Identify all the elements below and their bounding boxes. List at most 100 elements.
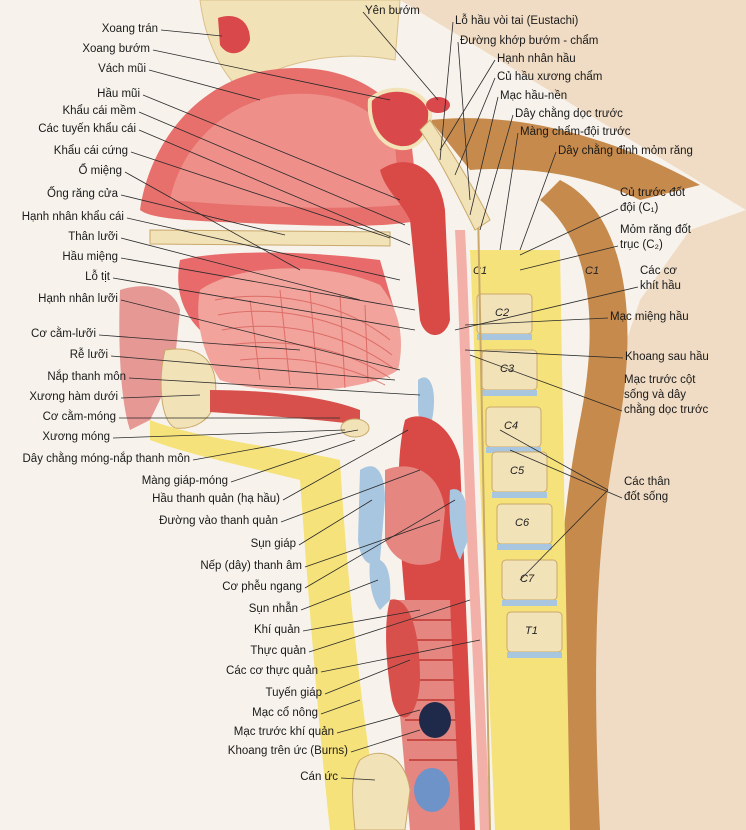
label-right-1-leader	[519, 208, 619, 256]
label-right-5-leader	[454, 286, 639, 331]
label-bottom-2: Đường vào thanh quản	[159, 515, 278, 527]
label-bottom-14-leader	[340, 777, 376, 781]
label-bottom-9: Các cơ thực quản	[226, 665, 318, 677]
label-top-3: Hạnh nhân hầu	[497, 53, 576, 65]
label-left-7: Ổ miệng	[78, 165, 122, 177]
vertebra-label: C1	[585, 265, 599, 277]
vertebra-label: C5	[510, 465, 525, 477]
label-left-14: Cơ cằm-lưỡi	[31, 328, 96, 340]
label-right-1: đội (C₁)	[620, 202, 659, 214]
label-top-8: Dây chằng đỉnh mỏm răng	[558, 145, 693, 157]
label-left-8: Ống răng cửa	[47, 188, 118, 200]
intervertebral-disc	[482, 390, 537, 396]
intervertebral-disc	[492, 492, 547, 498]
label-top-0: Yên bướm	[365, 5, 420, 17]
label-left-3: Hầu mũi	[97, 88, 140, 100]
label-left-17-leader	[120, 394, 201, 399]
label-left-12: Lỗ tịt	[85, 271, 110, 283]
label-right-3: trục (C₂)	[620, 239, 663, 251]
label-left-15: Rễ lưỡi	[69, 349, 108, 361]
label-left-17: Xương hàm dưới	[29, 391, 118, 403]
mandible	[160, 348, 217, 429]
label-bottom-13-leader	[350, 729, 421, 753]
label-left-16: Nắp thanh môn	[47, 371, 126, 383]
occipital-bone	[430, 118, 700, 200]
label-bottom-11: Mạc cổ nông	[252, 707, 318, 719]
suprasternal-space	[419, 702, 451, 738]
label-left-10-leader	[120, 237, 361, 301]
label-top-5-leader	[469, 96, 499, 216]
label-right-9: sống và dây	[624, 389, 687, 401]
manubrium-sternum	[352, 752, 411, 830]
label-bottom-13: Khoang trên ức (Burns)	[227, 745, 348, 757]
label-bottom-6: Sụn nhẫn	[248, 603, 298, 615]
label-top-3-leader	[439, 59, 496, 151]
label-left-1-leader	[152, 49, 391, 101]
hard-palate	[149, 229, 391, 247]
label-left-2-leader	[148, 69, 261, 101]
floor-muscles	[210, 390, 360, 425]
label-left-19: Xương móng	[42, 431, 110, 443]
label-left-15-leader	[110, 355, 396, 381]
nasopharynx	[380, 162, 450, 335]
label-bottom-7-leader	[302, 609, 421, 632]
label-bottom-5-leader	[304, 499, 456, 589]
label-right-11: Các thân	[624, 476, 671, 488]
label-bottom-7: Khí quản	[253, 624, 300, 636]
label-right-0: Củ trước đốt	[620, 187, 686, 199]
label-bottom-4: Nếp (dây) thanh âm	[200, 560, 302, 572]
label-left-11: Hầu miệng	[62, 251, 118, 263]
label-left-5-leader	[138, 129, 411, 246]
label-bottom-12-leader	[336, 709, 421, 734]
larynx-lumen	[385, 466, 445, 565]
blue-vessel	[414, 768, 450, 812]
label-bottom-0: Màng giáp-móng	[141, 475, 228, 487]
label-left-10: Thân lưỡi	[68, 231, 118, 243]
label-top-5: Mạc hầu-nền	[500, 90, 568, 102]
thyroid-gland	[386, 599, 420, 718]
tongue-fibers	[214, 289, 394, 389]
label-left-9: Hạnh nhân khẩu cái	[21, 211, 124, 223]
label-left-18: Cơ cằm-móng	[42, 411, 116, 423]
label-left-20: Dây chằng móng-nắp thanh môn	[22, 453, 191, 465]
intervertebral-disc	[502, 600, 557, 606]
label-bottom-8-leader	[308, 599, 471, 653]
label-top-2-leader	[457, 41, 471, 201]
label-right-12: đốt sống	[624, 491, 669, 503]
label-left-9-leader	[126, 217, 401, 281]
label-left-20-leader	[192, 429, 359, 461]
intervertebral-disc	[486, 447, 541, 453]
lips-chin	[119, 286, 180, 430]
label-right-10-leader	[469, 354, 623, 412]
label-bottom-2-leader	[280, 469, 421, 523]
label-right-8: Mạc trước cột	[624, 374, 696, 386]
nasal-cavity-inner	[170, 93, 400, 208]
label-bottom-1-leader	[282, 429, 409, 501]
label-left-8-leader	[120, 194, 286, 236]
label-left-11-leader	[120, 257, 416, 311]
intervertebral-disc	[497, 544, 552, 550]
label-left-5: Các tuyến khẩu cái	[38, 123, 136, 135]
cricoid-front	[369, 559, 391, 610]
label-top-8-leader	[519, 151, 557, 251]
label-bottom-4-leader	[304, 519, 441, 568]
label-top-6-leader	[479, 114, 514, 231]
cricoid-cartilage	[449, 489, 469, 560]
label-right-4: Các cơ	[640, 265, 677, 277]
label-bottom-3: Sụn giáp	[250, 538, 296, 550]
label-bottom-12: Mạc trước khí quản	[233, 726, 334, 738]
label-right-extra-leader	[519, 489, 609, 581]
label-left-12-leader	[112, 277, 416, 331]
label-right-6: Mạc miệng hầu	[610, 311, 689, 323]
label-left-6: Khẩu cái cứng	[53, 145, 128, 157]
label-top-1-leader	[439, 21, 454, 161]
label-right-10: chằng dọc trước	[624, 404, 709, 416]
label-bottom-14: Cán ức	[300, 771, 338, 783]
label-left-13-leader	[120, 299, 401, 371]
anterior-neck-fat	[150, 420, 370, 830]
label-top-2: Đường khớp bướm - chẩm	[460, 35, 599, 47]
label-top-0-leader	[362, 11, 439, 101]
vertebral-bodies: C1C1C2C3C4C5C6C7T1	[473, 265, 599, 658]
